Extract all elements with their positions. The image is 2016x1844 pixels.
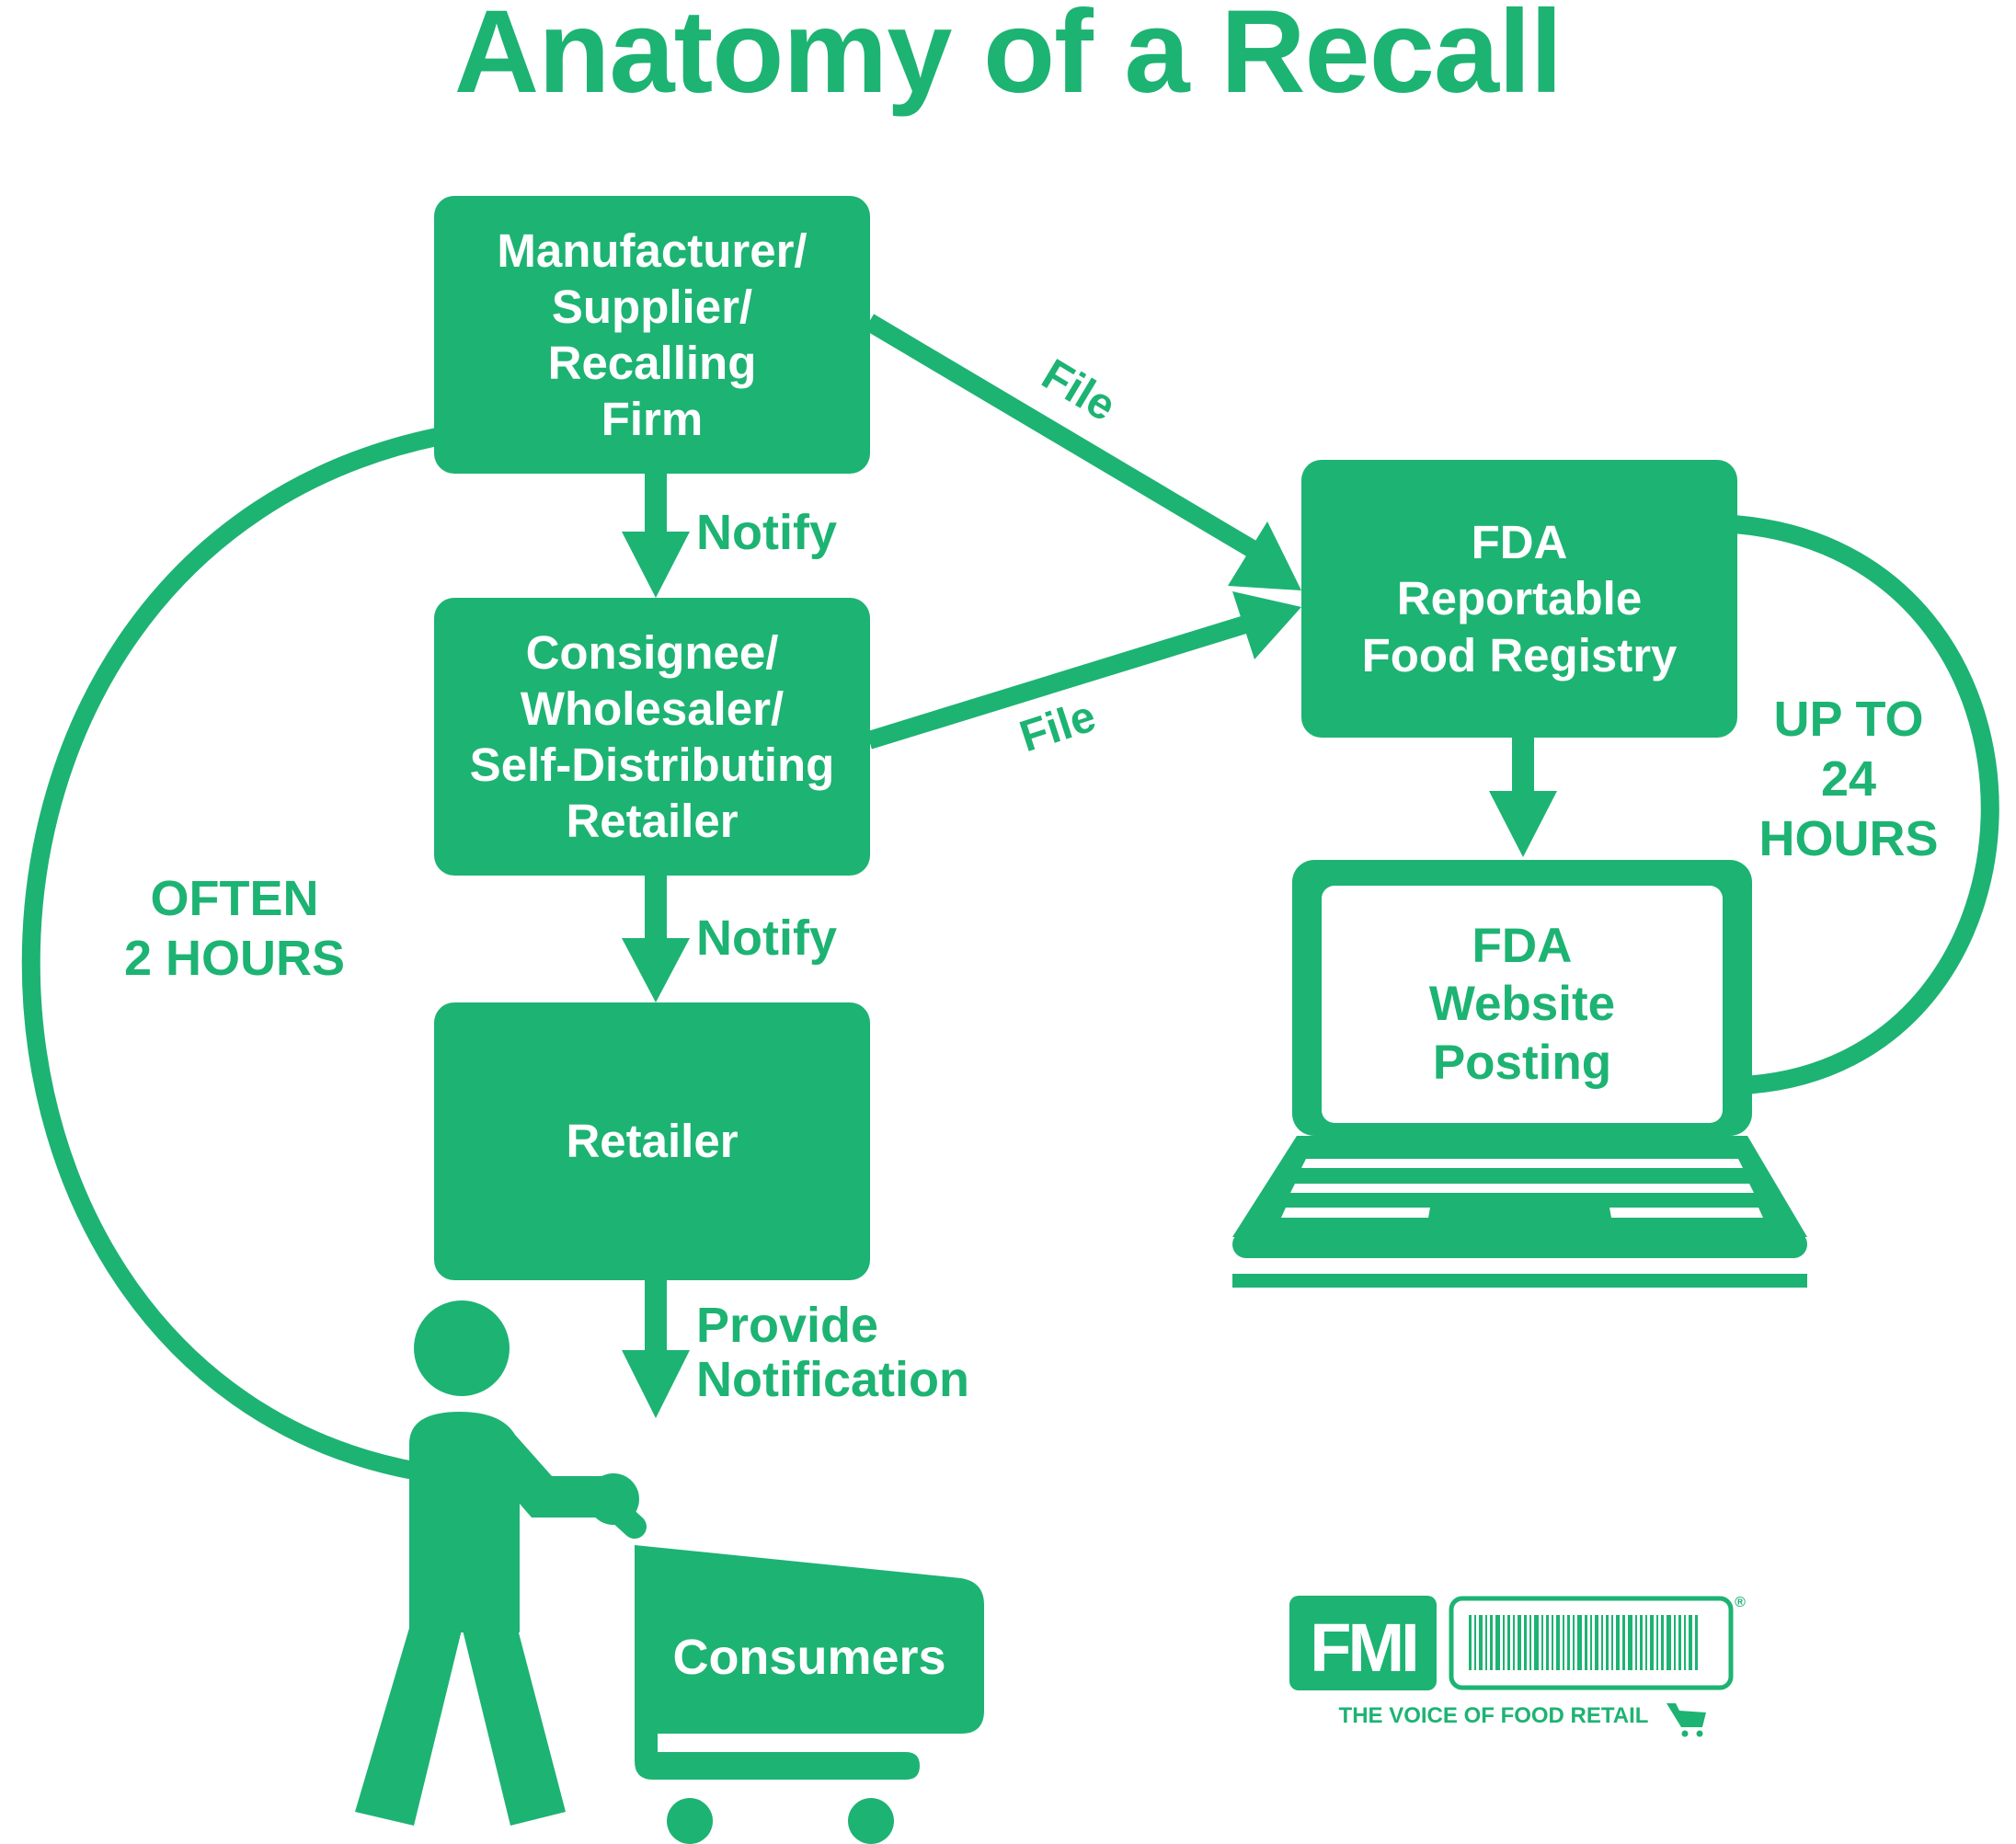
notify-label-1: Notify: [696, 505, 837, 560]
barcode-bar: [1518, 1615, 1521, 1670]
left-return-arc: [21, 428, 440, 1481]
barcode-bar: [1567, 1615, 1570, 1670]
notify-arrow-1: [622, 469, 690, 598]
barcode-bar: [1474, 1615, 1476, 1670]
provide-notification-label: Provide Notification: [696, 1298, 969, 1408]
fmi-logo: FMI ® THE VOICE OF FOOD RETAIL: [1289, 1595, 1746, 1737]
provide-notification-arrow: [622, 1278, 690, 1418]
up-to-24-hours-label: UP TO 24 HOURS: [1758, 692, 1939, 866]
barcode-bar: [1601, 1615, 1603, 1670]
fda-posting-arrow: [1489, 734, 1557, 857]
barcode-bar: [1524, 1615, 1527, 1670]
file-label-2: File: [1014, 692, 1102, 762]
barcode-bar: [1534, 1615, 1539, 1670]
barcode-bar: [1645, 1615, 1647, 1670]
barcode-bar: [1650, 1615, 1654, 1670]
page-title: Anatomy of a Recall: [453, 0, 1563, 118]
barcode-bar: [1656, 1615, 1658, 1670]
retailer-node: Retailer: [434, 1002, 870, 1280]
barcode-bar: [1556, 1615, 1560, 1670]
barcode-bar: [1513, 1615, 1515, 1670]
cart-icon: [1667, 1703, 1706, 1737]
file-arrow-1: [864, 314, 1301, 590]
barcode-bar: [1674, 1615, 1676, 1670]
consumers-node: Consumers: [672, 1630, 946, 1685]
barcode-bar: [1635, 1615, 1637, 1670]
barcode-bar: [1622, 1615, 1625, 1670]
notify-label-2: Notify: [696, 911, 837, 966]
barcode-bar: [1479, 1615, 1483, 1670]
barcode-bar: [1689, 1615, 1692, 1670]
barcode-bar: [1469, 1615, 1472, 1670]
file-arrow-2: [866, 591, 1301, 750]
barcode-bar: [1695, 1615, 1698, 1670]
barcode-bar: [1503, 1615, 1505, 1670]
fmi-logo-name: FMI: [1310, 1609, 1415, 1686]
barcode-bar: [1563, 1615, 1564, 1670]
barcode-bar: [1529, 1615, 1531, 1670]
manufacturer-node: Manufacturer/ Supplier/ Recalling Firm: [434, 196, 870, 474]
laptop-icon: [1232, 860, 1807, 1288]
barcode-bar: [1667, 1615, 1671, 1670]
barcode-bar: [1684, 1615, 1686, 1670]
shopper-with-cart-icon: [355, 1300, 984, 1844]
right-return-arc: [1733, 515, 1999, 1094]
fmi-tagline: THE VOICE OF FOOD RETAIL: [1339, 1703, 1649, 1728]
consignee-node: Consignee/ Wholesaler/ Self-Distributing…: [434, 598, 870, 876]
barcode-bar: [1546, 1615, 1549, 1670]
fda-registry-node: FDA Reportable Food Registry: [1301, 460, 1737, 738]
often-2-hours-label: OFTEN 2 HOURS: [123, 871, 346, 986]
barcode-bar: [1611, 1615, 1613, 1670]
barcode-bar: [1678, 1615, 1681, 1670]
barcode-bar: [1640, 1615, 1643, 1670]
barcode-bar: [1552, 1615, 1553, 1670]
barcode-bar: [1573, 1615, 1575, 1670]
registered-mark: ®: [1735, 1595, 1746, 1610]
fda-website-node: FDA Website Posting: [1428, 918, 1616, 1090]
barcode-bar: [1595, 1615, 1598, 1670]
barcode-bar: [1577, 1615, 1582, 1670]
barcode-bar: [1606, 1615, 1609, 1670]
barcode-bar: [1541, 1615, 1543, 1670]
barcode-bar: [1490, 1615, 1493, 1670]
barcode-bar: [1485, 1615, 1487, 1670]
barcode-bar: [1585, 1615, 1587, 1670]
laptop-keyboard: [1281, 1159, 1763, 1218]
barcode-bar: [1590, 1615, 1592, 1670]
fmi-barcode: [1469, 1615, 1698, 1670]
barcode-bar: [1616, 1615, 1620, 1670]
barcode-bar: [1661, 1615, 1664, 1670]
notify-arrow-2: [622, 874, 690, 1002]
barcode-bar: [1628, 1615, 1632, 1670]
barcode-bar: [1495, 1615, 1500, 1670]
barcode-bar: [1507, 1615, 1510, 1670]
